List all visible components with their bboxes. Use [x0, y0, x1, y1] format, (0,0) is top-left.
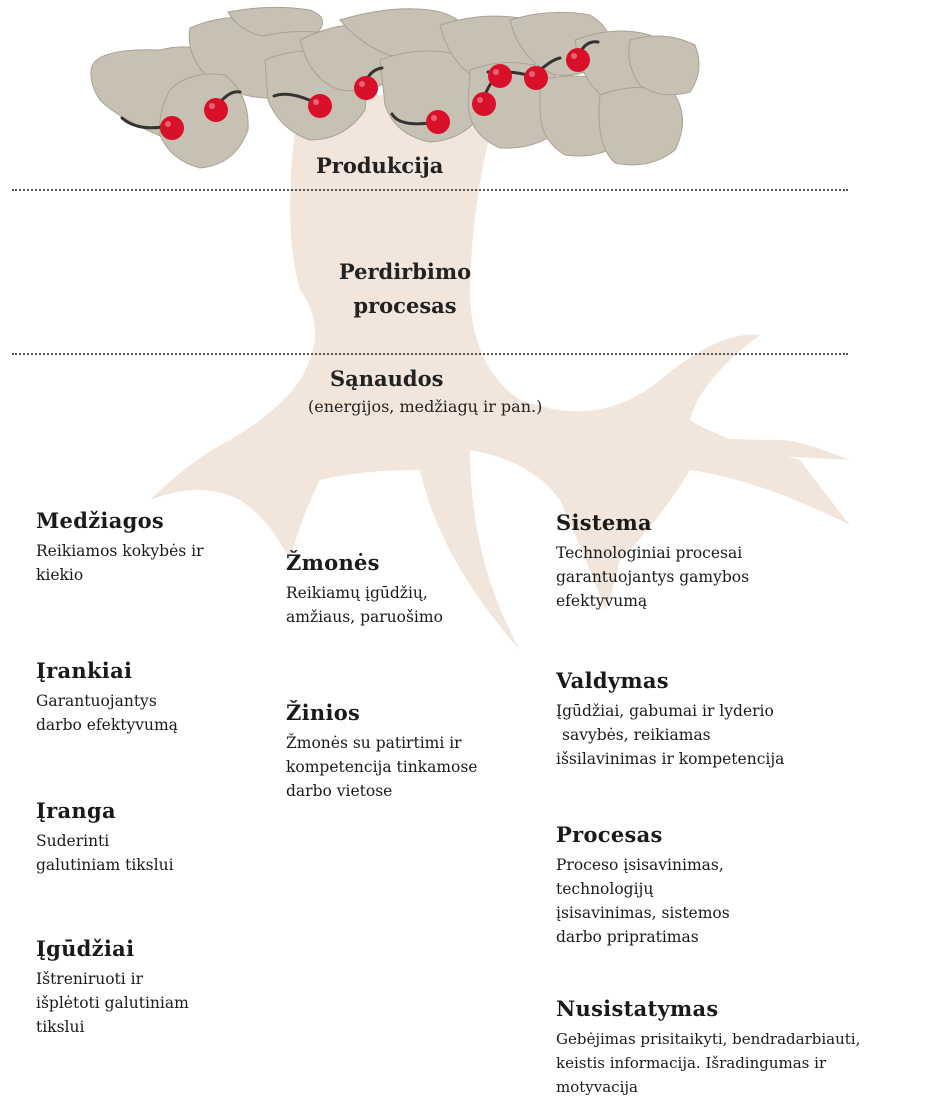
- level-label-produkcija: Produkcija: [316, 153, 443, 178]
- desc-line: Žmonės su patirtimi ir: [286, 731, 477, 755]
- item-irankiai: Įrankiai Garantuojantys darbo efektyvumą: [36, 658, 178, 737]
- item-description: Suderinti galutiniam tikslui: [36, 829, 174, 877]
- desc-line: Gebėjimas prisitaikyti, bendradarbiauti,: [556, 1027, 860, 1051]
- cherry: [354, 76, 378, 100]
- item-description: Įgūdžiai, gabumai ir lyderio savybės, re…: [556, 699, 784, 771]
- desc-line: Technologiniai procesai: [556, 541, 749, 565]
- desc-line: Reikiamų įgūdžių,: [286, 581, 443, 605]
- cherry: [204, 98, 228, 122]
- item-title: Valdymas: [556, 668, 784, 693]
- level-label-sanaudos-subtitle: (energijos, medžiagų ir pan.): [308, 397, 542, 416]
- cherry: [160, 116, 184, 140]
- item-zinios: Žinios Žmonės su patirtimi ir kompetenci…: [286, 700, 477, 803]
- item-description: Žmonės su patirtimi ir kompetencija tink…: [286, 731, 477, 803]
- cherry: [524, 66, 548, 90]
- desc-line: tikslui: [36, 1015, 189, 1039]
- desc-line: Garantuojantys: [36, 689, 178, 713]
- desc-line: įsisavinimas, sistemos: [556, 901, 730, 925]
- desc-line: motyvacija: [556, 1075, 860, 1099]
- desc-line: galutiniam tikslui: [36, 853, 174, 877]
- item-description: Technologiniai procesai garantuojantys g…: [556, 541, 749, 613]
- item-iranga: Įranga Suderinti galutiniam tikslui: [36, 798, 174, 877]
- desc-line: Suderinti: [36, 829, 174, 853]
- desc-line: darbo pripratimas: [556, 925, 730, 949]
- item-sistema: Sistema Technologiniai procesai garantuo…: [556, 510, 749, 613]
- item-description: Reikiamos kokybės ir kiekio: [36, 539, 204, 587]
- cherry: [472, 92, 496, 116]
- item-nusistatymas: Nusistatymas Gebėjimas prisitaikyti, ben…: [556, 996, 860, 1099]
- item-valdymas: Valdymas Įgūdžiai, gabumai ir lyderio sa…: [556, 668, 784, 771]
- desc-line: Reikiamos kokybės ir: [36, 539, 204, 563]
- desc-line: Įgūdžiai, gabumai ir lyderio: [556, 699, 784, 723]
- item-title: Procesas: [556, 822, 730, 847]
- desc-line: savybės, reikiamas: [556, 723, 784, 747]
- desc-line: Proceso įsisavinimas,: [556, 853, 730, 877]
- level-label-sanaudos: Sąnaudos: [330, 366, 443, 391]
- desc-line: Ištreniruoti ir: [36, 967, 189, 991]
- desc-line: išplėtoti galutiniam: [36, 991, 189, 1015]
- cherry: [488, 64, 512, 88]
- desc-line: technologijų: [556, 877, 730, 901]
- item-title: Įranga: [36, 798, 174, 823]
- desc-line: amžiaus, paruošimo: [286, 605, 443, 629]
- cherry: [426, 110, 450, 134]
- item-procesas: Procesas Proceso įsisavinimas, technolog…: [556, 822, 730, 949]
- item-title: Sistema: [556, 510, 749, 535]
- item-medziagos: Medžiagos Reikiamos kokybės ir kiekio: [36, 508, 204, 587]
- item-description: Ištreniruoti ir išplėtoti galutiniam tik…: [36, 967, 189, 1039]
- item-title: Nusistatymas: [556, 996, 860, 1021]
- desc-line: išsilavinimas ir kompetencija: [556, 747, 784, 771]
- desc-line: darbo efektyvumą: [36, 713, 178, 737]
- desc-line: kompetencija tinkamose: [286, 755, 477, 779]
- desc-line: efektyvumą: [556, 589, 749, 613]
- item-description: Gebėjimas prisitaikyti, bendradarbiauti,…: [556, 1027, 860, 1099]
- divider-inputs: [12, 353, 848, 355]
- item-description: Garantuojantys darbo efektyvumą: [36, 689, 178, 737]
- desc-line: kiekio: [36, 563, 204, 587]
- item-title: Įrankiai: [36, 658, 178, 683]
- item-title: Medžiagos: [36, 508, 204, 533]
- item-title: Įgūdžiai: [36, 936, 189, 961]
- divider-production: [12, 189, 848, 191]
- item-title: Žmonės: [286, 550, 443, 575]
- cherry: [308, 94, 332, 118]
- item-zmones: Žmonės Reikiamų įgūdžių, amžiaus, paruoš…: [286, 550, 443, 629]
- item-description: Reikiamų įgūdžių, amžiaus, paruošimo: [286, 581, 443, 629]
- level-label-perdirbimo: Perdirbimo procesas: [330, 255, 480, 323]
- desc-line: keistis informacija. Išradingumas ir: [556, 1051, 860, 1075]
- item-description: Proceso įsisavinimas, technologijų įsisa…: [556, 853, 730, 949]
- item-igudziai: Įgūdžiai Ištreniruoti ir išplėtoti galut…: [36, 936, 189, 1039]
- desc-line: darbo vietose: [286, 779, 477, 803]
- cherry: [566, 48, 590, 72]
- item-title: Žinios: [286, 700, 477, 725]
- desc-line: garantuojantys gamybos: [556, 565, 749, 589]
